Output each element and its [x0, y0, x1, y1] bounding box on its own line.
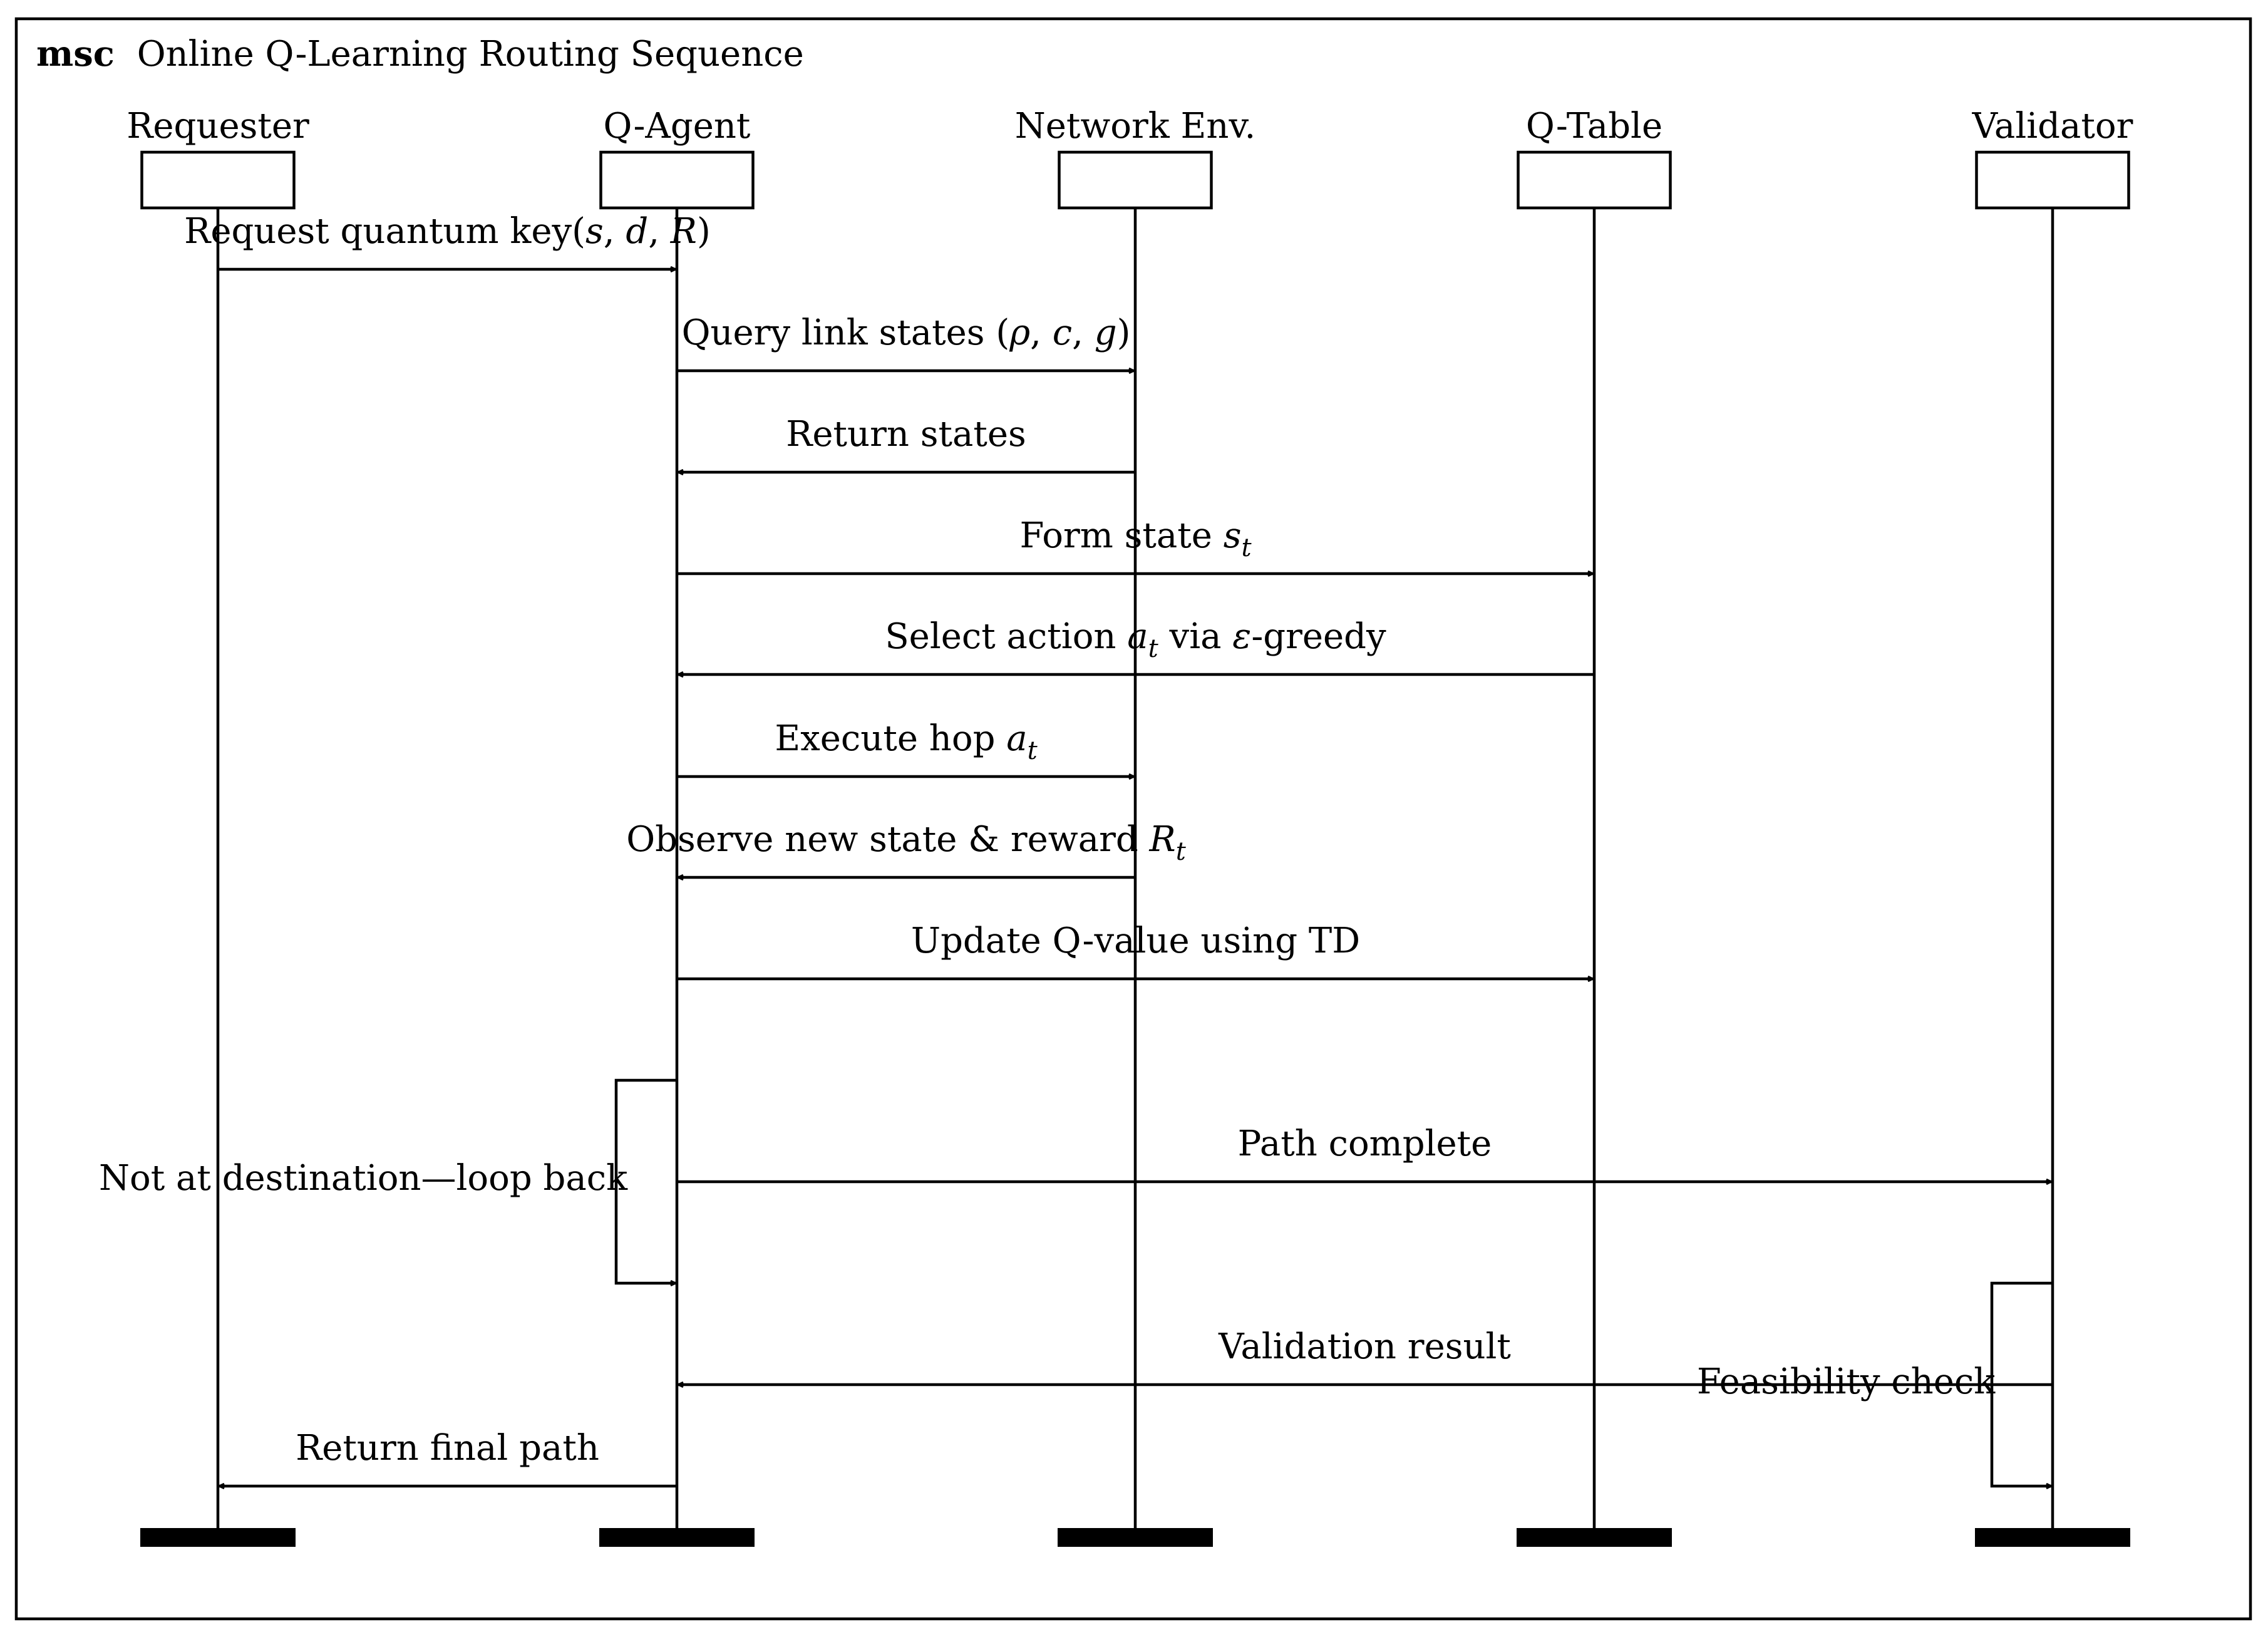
instance-end-validator	[1975, 1528, 2130, 1547]
diagram-title-text: Online Q-Learning Routing Sequence	[137, 34, 804, 75]
self-message-validator: Feasibility check	[1697, 1281, 2053, 1486]
message-label-part: a	[1127, 616, 1148, 657]
message-label-part: s	[1224, 515, 1242, 556]
message-label-part: ε	[1232, 616, 1251, 657]
message-label-part: Validation result	[1218, 1326, 1511, 1367]
message-label-part: t	[1241, 534, 1252, 562]
message-label: Execute hop at	[775, 718, 1038, 765]
instance-head-network	[1058, 150, 1213, 210]
message-label-part: ρ	[1009, 312, 1030, 353]
message-label: Return final path	[296, 1428, 599, 1469]
message-label-part: Execute hop	[775, 718, 1006, 759]
message-label-part: R	[1149, 819, 1176, 860]
message-label-part: g	[1095, 312, 1117, 353]
message-2: Query link states (ρ, c, g)	[677, 312, 1134, 371]
message-label-part: c	[1053, 312, 1072, 353]
message-label-part: Return states	[786, 414, 1026, 455]
message-label-part: (	[996, 312, 1009, 353]
self-message-arrow	[1990, 1281, 2053, 1486]
message-label-part: t	[1028, 736, 1038, 765]
message-label-part: Update Q-value using TD	[911, 921, 1360, 961]
message-label-part: d	[626, 211, 648, 252]
message-label-part: ,	[648, 211, 671, 252]
messages: Request quantum key(s, d, R)Query link s…	[184, 211, 2053, 1486]
instance-label-requester: Requester	[126, 106, 309, 147]
message-label-part: ,	[604, 211, 626, 252]
message-4: Form state st	[677, 515, 1593, 574]
instance-label-validator: Validator	[1972, 106, 2133, 147]
instance-end-network	[1058, 1528, 1213, 1547]
lifeline-requester: Requester	[126, 106, 309, 1547]
instance-label-network: Network Env.	[1015, 106, 1256, 147]
message-label-part: Request quantum key	[184, 211, 572, 252]
message-label: Validation result	[1218, 1326, 1511, 1367]
message-9: Path complete	[677, 1123, 2051, 1182]
instance-label-qtable: Q-Table	[1526, 106, 1662, 147]
message-11: Return final path	[219, 1428, 677, 1486]
message-label: Select action at via ε-greedy	[885, 616, 1386, 663]
self-messages: Not at destination—loop backFeasibility …	[99, 1078, 2053, 1486]
message-label-part: Form state	[1019, 515, 1223, 556]
message-label-part: R	[670, 211, 697, 252]
lifeline-qagent: Q-Agent	[599, 106, 755, 1547]
message-10: Validation result	[678, 1326, 2053, 1385]
message-label-part: Observe new state & reward	[626, 819, 1149, 860]
lifeline-network: Network Env.	[1015, 106, 1256, 1547]
message-1: Request quantum key(s, d, R)	[184, 211, 711, 269]
self-message-label: Not at destination—loop back	[99, 1158, 628, 1199]
message-label: Request quantum key(s, d, R)	[184, 211, 711, 252]
message-3: Return states	[678, 414, 1135, 472]
message-label-part: ,	[1030, 312, 1053, 353]
message-label: Return states	[786, 414, 1026, 455]
message-label-part: t	[1176, 837, 1187, 866]
message-8: Update Q-value using TD	[677, 921, 1593, 979]
message-7: Observe new state & reward Rt	[626, 819, 1187, 877]
self-message-label: Feasibility check	[1697, 1361, 1996, 1402]
message-label-part: )	[697, 211, 711, 252]
instance-end-qagent	[599, 1528, 755, 1547]
message-label: Update Q-value using TD	[911, 921, 1360, 961]
instance-end-requester	[140, 1528, 296, 1547]
message-label-part: via	[1158, 616, 1233, 657]
message-label-part: Return final path	[296, 1428, 599, 1469]
message-label: Query link states (ρ, c, g)	[682, 312, 1131, 353]
instance-head-validator	[1975, 150, 2130, 210]
message-label-part: -greedy	[1251, 616, 1386, 657]
message-label-part: s	[585, 211, 604, 252]
self-message-arrow	[614, 1078, 677, 1283]
message-label: Observe new state & reward Rt	[626, 819, 1186, 866]
message-label-part: a	[1006, 718, 1027, 759]
instance-head-qagent	[599, 150, 755, 210]
lifeline-validator: Validator	[1972, 106, 2133, 1547]
diagram-title: msc Online Q-Learning Routing Sequence	[36, 33, 804, 75]
msc-frame	[14, 17, 2252, 1621]
message-label-part: )	[1117, 312, 1131, 353]
instance-label-qagent: Q-Agent	[604, 106, 751, 147]
message-6: Execute hop at	[677, 718, 1134, 777]
message-label-part: (	[572, 211, 585, 252]
self-message-qagent: Not at destination—loop back	[99, 1078, 677, 1283]
msc-keyword: msc	[36, 33, 115, 75]
message-label-part: Path complete	[1238, 1123, 1492, 1164]
message-5: Select action at via ε-greedy	[678, 616, 1594, 674]
instance-head-requester	[140, 150, 296, 210]
instance-head-qtable	[1517, 150, 1672, 210]
message-label: Path complete	[1238, 1123, 1492, 1164]
message-label-part: Select action	[885, 616, 1127, 657]
lifeline-qtable: Q-Table	[1517, 106, 1672, 1547]
message-label-part: t	[1148, 634, 1159, 663]
message-label-part: Query link states	[682, 312, 996, 353]
message-label: Form state st	[1019, 515, 1252, 562]
instance-end-qtable	[1517, 1528, 1672, 1547]
message-label-part: ,	[1072, 312, 1095, 353]
